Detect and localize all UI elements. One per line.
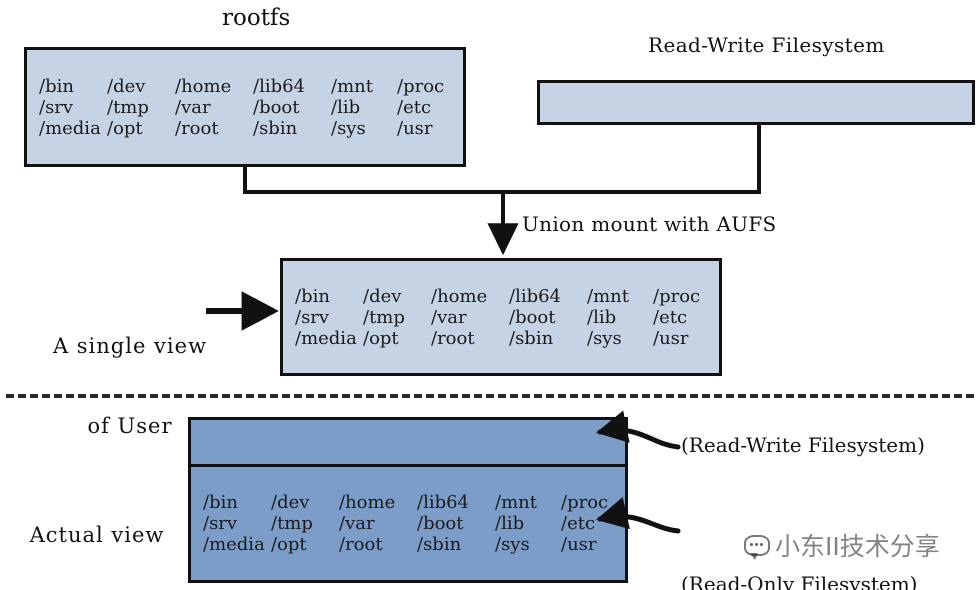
fs-entry: /opt: [107, 117, 143, 139]
fs-row: /media /opt /root /sbin /sys /usr: [39, 118, 463, 139]
fs-entry: /sbin: [417, 534, 462, 555]
fs-entry: /bin: [295, 285, 330, 307]
fs-entry: /mnt: [587, 285, 629, 307]
single-view-label-line2: of User: [87, 414, 173, 439]
fs-entry: /boot: [253, 96, 300, 118]
callout-read-only-label: (Read-Only Filesystem) (rootfs): [681, 521, 931, 590]
fs-entry: /root: [339, 534, 383, 555]
connector-horizontal-bar: [243, 190, 761, 194]
fs-entry: /media: [39, 117, 101, 139]
fs-entry: /root: [431, 327, 475, 349]
fs-entry: /home: [431, 285, 488, 307]
fs-entry: /usr: [653, 327, 689, 349]
fs-entry: /bin: [203, 492, 238, 513]
fs-entry: /proc: [561, 492, 609, 513]
fs-entry: /srv: [203, 513, 238, 534]
watermark-text: 小东II技术分享: [775, 532, 940, 561]
speech-bubble-icon: [744, 534, 770, 560]
fs-entry: /root: [175, 117, 219, 139]
fs-entry: /tmp: [107, 96, 149, 118]
fs-entry: /lib: [331, 96, 361, 118]
fs-entry: /home: [339, 492, 396, 513]
rootfs-box-rows: /bin /dev /home /lib64 /mnt /proc /srv /…: [27, 50, 463, 164]
fs-entry: /media: [295, 327, 357, 349]
fs-entry: /dev: [363, 285, 402, 307]
fs-entry: /lib64: [509, 285, 562, 307]
fs-entry: /boot: [509, 306, 556, 328]
fs-entry: /home: [175, 75, 232, 97]
fs-entry: /boot: [417, 513, 464, 534]
fs-row: /srv /tmp /var /boot /lib /etc: [203, 513, 625, 534]
kernel-view-label-line1: Actual view: [29, 522, 165, 547]
rootfs-box: /bin /dev /home /lib64 /mnt /proc /srv /…: [24, 47, 466, 167]
read-write-filesystem-box: [537, 80, 975, 125]
fs-entry: /srv: [295, 306, 330, 328]
connector-rw-stub: [757, 125, 761, 194]
kernel-view-label: Actual view of kernel: [8, 468, 186, 590]
fs-entry: /mnt: [495, 492, 537, 513]
fs-entry: /dev: [107, 75, 146, 97]
fs-entry: /etc: [653, 306, 688, 328]
read-write-filesystem-title: Read-Write Filesystem: [648, 33, 885, 57]
fs-row: /srv /tmp /var /boot /lib /etc: [295, 307, 719, 328]
fs-entry: /sbin: [509, 327, 554, 349]
callout-read-only-line1: (Read-Only Filesystem): [681, 572, 918, 590]
fs-entry: /usr: [561, 534, 597, 555]
fs-entry: /etc: [397, 96, 432, 118]
fs-entry: /bin: [39, 75, 74, 97]
kernel-rw-layer: [191, 420, 625, 467]
kernel-view-box: /bin /dev /home /lib64 /mnt /proc /srv /…: [188, 417, 628, 583]
fs-entry: /sys: [587, 327, 622, 349]
union-mount-label: Union mount with AUFS: [522, 212, 777, 236]
connector-rootfs-stub: [243, 166, 247, 194]
callout-read-write-label: (Read-Write Filesystem): [681, 433, 925, 457]
fs-entry: /lib64: [417, 492, 470, 513]
fs-row: /bin /dev /home /lib64 /mnt /proc: [295, 286, 719, 307]
fs-entry: /proc: [653, 285, 701, 307]
fs-row: /media /opt /root /sbin /sys /usr: [203, 534, 625, 555]
fs-entry: /var: [175, 96, 211, 118]
fs-entry: /sbin: [253, 117, 298, 139]
single-view-label-line1: A single view: [52, 333, 208, 358]
fs-entry: /proc: [397, 75, 445, 97]
rootfs-title: rootfs: [222, 5, 291, 31]
fs-entry: /opt: [363, 327, 399, 349]
fs-entry: /tmp: [271, 513, 313, 534]
fs-entry: /opt: [271, 534, 307, 555]
fs-entry: /dev: [271, 492, 310, 513]
kernel-ro-layer: /bin /dev /home /lib64 /mnt /proc /srv /…: [191, 467, 625, 580]
fs-entry: /sys: [331, 117, 366, 139]
single-view-box-rows: /bin /dev /home /lib64 /mnt /proc /srv /…: [283, 261, 719, 373]
fs-entry: /lib: [587, 306, 617, 328]
single-view-box: /bin /dev /home /lib64 /mnt /proc /srv /…: [280, 258, 722, 376]
fs-entry: /mnt: [331, 75, 373, 97]
fs-entry: /media: [203, 534, 265, 555]
fs-row: /bin /dev /home /lib64 /mnt /proc: [203, 492, 625, 513]
fs-entry: /lib64: [253, 75, 306, 97]
fs-entry: /usr: [397, 117, 433, 139]
fs-entry: /var: [431, 306, 467, 328]
fs-row: /srv /tmp /var /boot /lib /etc: [39, 97, 463, 118]
fs-entry: /var: [339, 513, 375, 534]
fs-entry: /tmp: [363, 306, 405, 328]
fs-entry: /srv: [39, 96, 74, 118]
watermark: 小东II技术分享: [744, 527, 940, 563]
single-view-label: A single view of User: [32, 279, 228, 494]
fs-entry: /lib: [495, 513, 525, 534]
fs-row: /media /opt /root /sbin /sys /usr: [295, 328, 719, 349]
fs-row: /bin /dev /home /lib64 /mnt /proc: [39, 76, 463, 97]
fs-entry: /etc: [561, 513, 596, 534]
fs-entry: /sys: [495, 534, 530, 555]
kernel-view-box-rows: /bin /dev /home /lib64 /mnt /proc /srv /…: [191, 467, 625, 580]
user-kernel-divider: [6, 394, 974, 398]
